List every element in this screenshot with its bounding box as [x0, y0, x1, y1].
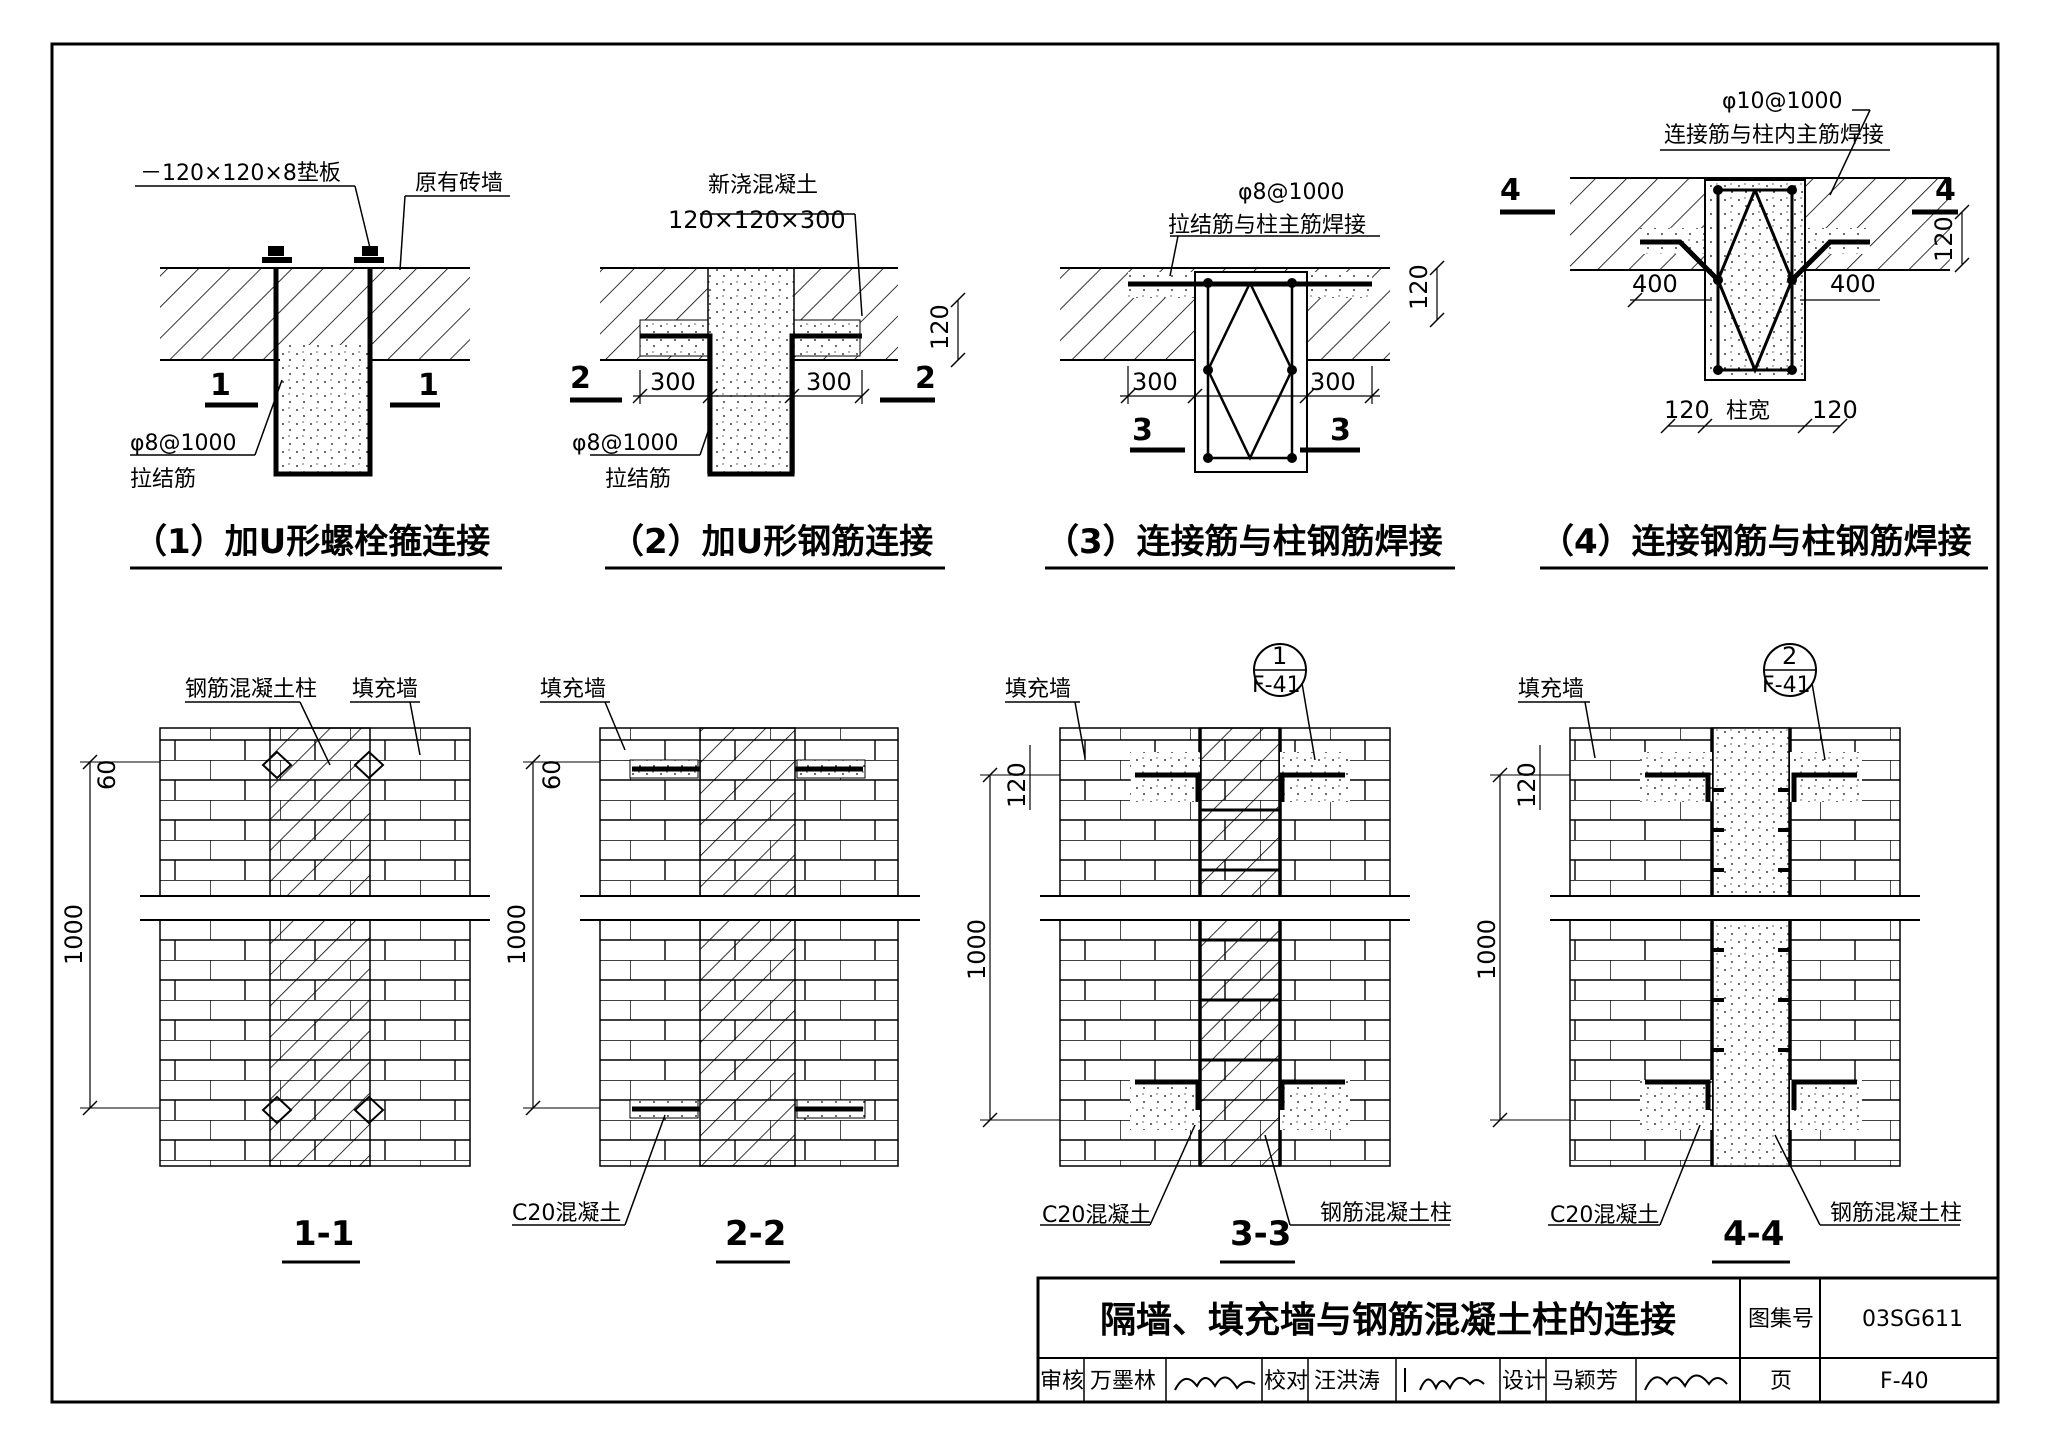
cut-mark-right: 4	[1935, 173, 1956, 208]
section-1-1: 60 1000 钢筋混凝土柱 填充墙 1-1	[60, 677, 490, 1264]
concrete-label: C20混凝土	[1550, 1203, 1659, 1228]
ref-sheet: F-41	[1252, 673, 1301, 698]
detail-2-u-rebar: 新浇混凝土 120×120×300 φ8@1000 拉结筋 300 300 12…	[570, 173, 966, 570]
designer-signature	[1644, 1374, 1728, 1391]
dim-top: 120	[1003, 762, 1031, 808]
review-label: 审核	[1040, 1369, 1084, 1394]
bar-label: φ8@1000	[1238, 180, 1345, 205]
dim-b1: 120	[1664, 396, 1710, 424]
rc-column	[1711, 727, 1791, 1167]
section-2-2-caption: 2-2	[725, 1214, 786, 1254]
ref-number: 1	[1272, 642, 1287, 670]
dim-top: 60	[538, 759, 566, 790]
dim-height: 120	[926, 304, 954, 350]
dim-left: 300	[1132, 368, 1178, 396]
detail-1-caption: （1）加U形螺栓箍连接	[133, 522, 490, 562]
cut-mark-left: 3	[1132, 413, 1153, 448]
dim-span: 1000	[963, 919, 991, 980]
dim-b2: 柱宽	[1726, 399, 1770, 424]
detail-4-caption: （4）连接钢筋与柱钢筋焊接	[1540, 522, 1972, 562]
ref-number: 2	[1782, 642, 1797, 670]
cut-mark-right: 2	[915, 361, 936, 396]
wall-label: 原有砖墙	[415, 171, 503, 196]
checker-name: 汪洪涛	[1314, 1369, 1380, 1394]
dim-left: 400	[1632, 270, 1678, 298]
u-rebar	[640, 333, 862, 477]
bar-label: φ8@1000	[130, 431, 237, 456]
dim-right: 300	[806, 368, 852, 396]
title-block: 隔墙、填充墙与钢筋混凝土柱的连接 图集号 03SG611 审核 万墨林 校对 汪…	[1036, 1276, 2000, 1404]
dim-span: 1000	[503, 904, 531, 965]
detail-3-weld-rebar: φ8@1000 拉结筋与柱主筋焊接 300 300 120 3 3 （3）连接筋…	[1045, 180, 1455, 570]
cut-mark-left: 1	[210, 368, 231, 403]
column-label: 钢筋混凝土柱	[1830, 1201, 1962, 1226]
design-label: 设计	[1502, 1369, 1546, 1394]
checker-signature	[1404, 1368, 1485, 1392]
cut-mark-right: 1	[418, 368, 439, 403]
page-number: F-40	[1880, 1369, 1929, 1394]
dim-span: 1000	[1473, 919, 1501, 980]
dim-height: 120	[1405, 264, 1433, 310]
dim-b3: 120	[1812, 396, 1858, 424]
section-4-4-caption: 4-4	[1723, 1214, 1784, 1254]
section-1-1-caption: 1-1	[293, 1214, 354, 1254]
dim-right: 300	[1310, 368, 1356, 396]
wall-label: 填充墙	[1518, 677, 1584, 702]
atlas-label: 图集号	[1748, 1307, 1814, 1332]
sheet-title: 隔墙、填充墙与钢筋混凝土柱的连接	[1100, 1300, 1676, 1341]
section-3-3: 120 1000 填充墙 1 F-41 C20混凝土 钢筋混凝土柱 3-3	[963, 642, 1452, 1264]
ref-sheet: F-41	[1762, 673, 1811, 698]
cut-mark-left: 2	[570, 361, 591, 396]
detail-2-caption: （2）加U形钢筋连接	[610, 522, 933, 562]
rc-column	[699, 727, 796, 1167]
new-concrete	[707, 267, 795, 474]
column-label: 钢筋混凝土柱	[185, 677, 317, 702]
dim-span: 1000	[60, 904, 88, 965]
bar-note: 拉结筋与柱主筋焊接	[1168, 213, 1366, 238]
concrete-label: 新浇混凝土	[708, 173, 818, 198]
bar-note: 拉结筋	[130, 467, 196, 492]
reviewer-signature	[1174, 1376, 1256, 1391]
rc-column	[1199, 727, 1281, 1167]
detail-3-caption: （3）连接筋与柱钢筋焊接	[1045, 522, 1443, 562]
existing-brick-wall	[160, 268, 470, 360]
wall-label: 填充墙	[352, 677, 418, 702]
size-label: 120×120×300	[668, 206, 846, 234]
dim-height: 120	[1930, 216, 1958, 262]
detail-4-weld-bar: φ10@1000 连接筋与柱内主筋焊接 400 400 120 柱宽 120 1…	[1500, 89, 1988, 570]
bar-label: φ8@1000	[572, 431, 679, 456]
reviewer-name: 万墨林	[1090, 1369, 1156, 1394]
bent-bar-right	[1790, 239, 1870, 282]
concrete-label: C20混凝土	[512, 1201, 621, 1226]
dim-top: 120	[1513, 762, 1541, 808]
designer-name: 马颖芳	[1552, 1369, 1618, 1394]
bar-note: 拉结筋	[605, 467, 671, 492]
concrete-label: C20混凝土	[1042, 1203, 1151, 1228]
wall-label: 填充墙	[1005, 677, 1071, 702]
section-4-4: 120 1000 填充墙 2 F-41 C20混凝土 钢筋混凝土柱 4-4	[1473, 642, 1962, 1264]
dim-right: 400	[1830, 270, 1876, 298]
dim-top: 60	[93, 759, 121, 790]
rc-column	[269, 727, 371, 1167]
plate-label: －120×120×8垫板	[140, 161, 341, 186]
cut-mark-left: 4	[1500, 173, 1521, 208]
atlas-number: 03SG611	[1862, 1307, 1963, 1332]
wall-label: 填充墙	[540, 677, 606, 702]
page-label: 页	[1770, 1369, 1792, 1394]
bent-bar-left	[1640, 239, 1720, 282]
section-2-2: 60 1000 填充墙 C20混凝土 2-2	[503, 677, 920, 1264]
detail-1-u-bolt: －120×120×8垫板 原有砖墙 φ8@1000 拉结筋 1 1 （1）加U形…	[130, 161, 510, 570]
column-concrete	[280, 345, 370, 473]
check-label: 校对	[1264, 1369, 1308, 1394]
section-3-3-caption: 3-3	[1230, 1214, 1291, 1254]
u-bolt	[273, 268, 373, 477]
bar-note: 连接筋与柱内主筋焊接	[1664, 123, 1884, 148]
cut-mark-right: 3	[1330, 413, 1351, 448]
sheet-border	[50, 42, 2000, 1404]
bar-label: φ10@1000	[1722, 89, 1843, 114]
dim-left: 300	[650, 368, 696, 396]
column-label: 钢筋混凝土柱	[1320, 1201, 1452, 1226]
